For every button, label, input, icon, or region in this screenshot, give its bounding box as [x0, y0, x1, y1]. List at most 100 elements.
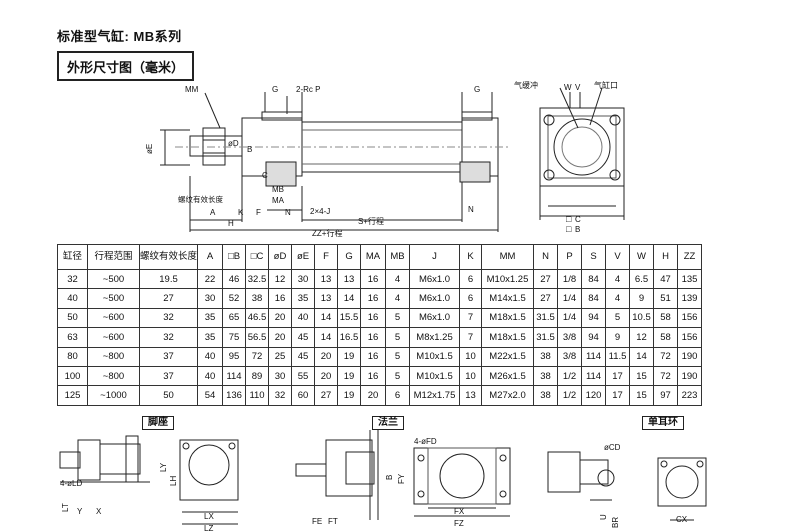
label-n-right: N: [468, 205, 474, 214]
table-cell: 14: [337, 288, 362, 309]
foot-front-view: [179, 439, 239, 501]
label-j: 2×4-J: [310, 207, 330, 216]
label-c: C: [262, 171, 268, 180]
table-cell: 9: [629, 288, 655, 309]
col-header: G: [337, 244, 362, 270]
table-cell: 156: [677, 327, 703, 348]
table-cell: 125: [57, 385, 88, 406]
table-cell: 20: [268, 327, 293, 348]
foot-mount-label: 脚座: [142, 416, 174, 430]
table-cell: M10x1.25: [481, 268, 535, 290]
dim-4-ofd: 4-øFD: [414, 437, 437, 446]
table-cell: 65: [222, 307, 247, 329]
label-zz-stroke: ZZ+行程: [312, 228, 342, 238]
table-cell: 84: [581, 288, 607, 309]
table-cell: 27: [533, 268, 559, 290]
table-cell: 97: [653, 385, 679, 406]
table-cell: 20: [314, 365, 339, 387]
dim-ft: FT: [328, 517, 338, 526]
table-cell: 13: [337, 268, 362, 290]
table-cell: 1/2: [557, 385, 583, 406]
table-cell: 35: [291, 288, 316, 309]
table-cell: ~500: [87, 268, 140, 290]
rod-nut: [202, 127, 226, 166]
table-cell: 38: [533, 385, 559, 406]
label-port: 2-Rc P: [296, 85, 320, 94]
table-cell: 190: [677, 346, 703, 367]
table-cell: 14: [314, 327, 339, 348]
table-cell: 50: [57, 307, 88, 329]
table-cell: 30: [268, 365, 293, 387]
table-cell: 6: [385, 385, 411, 406]
clevis-front-view: [657, 457, 707, 507]
col-header: □B: [222, 244, 247, 270]
col-header: S: [581, 244, 607, 270]
table-cell: M22x1.5: [481, 346, 535, 367]
table-cell: 63: [57, 327, 88, 348]
table-cell: M18x1.5: [481, 307, 535, 329]
table-cell: 12: [268, 268, 293, 290]
table-cell: 5: [605, 307, 631, 329]
table-cell: 6: [459, 268, 483, 290]
table-cell: 16: [360, 307, 387, 329]
section-subtitle: 外形尺寸图（毫米）: [57, 51, 194, 81]
table-cell: 1/8: [557, 268, 583, 290]
col-header: 缸径: [57, 244, 88, 270]
table-cell: ~800: [87, 346, 140, 367]
table-cell: 5: [385, 365, 411, 387]
col-header: N: [533, 244, 559, 270]
table-cell: 16: [360, 346, 387, 367]
table-cell: 10: [459, 365, 483, 387]
dim-fe: FE: [312, 517, 322, 526]
table-cell: M6x1.0: [409, 307, 461, 329]
label-side-port: 气缸口: [594, 80, 618, 90]
table-cell: 37: [138, 346, 199, 367]
table-cell: M27x2.0: [481, 385, 535, 406]
table-cell: 72: [653, 365, 679, 387]
table-cell: 55: [291, 365, 316, 387]
table-cell: 16: [360, 268, 387, 290]
table-cell: 136: [222, 385, 247, 406]
label-k: K: [238, 208, 244, 217]
table-cell: 1/2: [557, 365, 583, 387]
table-cell: 10.5: [629, 307, 655, 329]
table-cell: 46: [222, 268, 247, 290]
table-cell: 6: [459, 288, 483, 309]
dim-fz: FZ: [454, 519, 464, 528]
table-cell: 31.5: [533, 307, 559, 329]
table-cell: 9: [605, 327, 631, 348]
table-cell: 20: [268, 307, 293, 329]
table-cell: 120: [581, 385, 607, 406]
svg-text:□: □: [566, 224, 572, 234]
table-cell: 32: [138, 327, 199, 348]
table-cell: M18x1.5: [481, 327, 535, 348]
table-cell: 156: [677, 307, 703, 329]
table-cell: 95: [222, 346, 247, 367]
table-cell: 27: [314, 385, 339, 406]
table-cell: 32: [138, 307, 199, 329]
col-header: W: [629, 244, 655, 270]
cylinder-tube: [301, 121, 463, 173]
table-cell: 89: [245, 365, 270, 387]
dim-lt: LT: [61, 503, 70, 512]
table-cell: 110: [245, 385, 270, 406]
clevis-mount-label: 单耳环: [642, 416, 684, 430]
table-cell: 4: [605, 288, 631, 309]
table-cell: 114: [581, 346, 607, 367]
table-cell: 45: [291, 327, 316, 348]
table-cell: 13: [314, 268, 339, 290]
dim-fx: FX: [454, 507, 465, 516]
label-g-right: G: [474, 85, 480, 94]
table-cell: 20: [360, 385, 387, 406]
table-cell: 22: [197, 268, 224, 290]
table-cell: 58: [653, 327, 679, 348]
table-cell: 5: [385, 327, 411, 348]
label-mm: MM: [185, 85, 199, 94]
table-cell: 40: [291, 307, 316, 329]
front-cover: [241, 117, 303, 177]
dim-flange-b: B: [385, 475, 394, 480]
table-cell: 16: [360, 288, 387, 309]
spec-table: 缸径 行程范围 螺纹有效长度 A □B □C øD øE F G MA MB J…: [57, 244, 703, 406]
